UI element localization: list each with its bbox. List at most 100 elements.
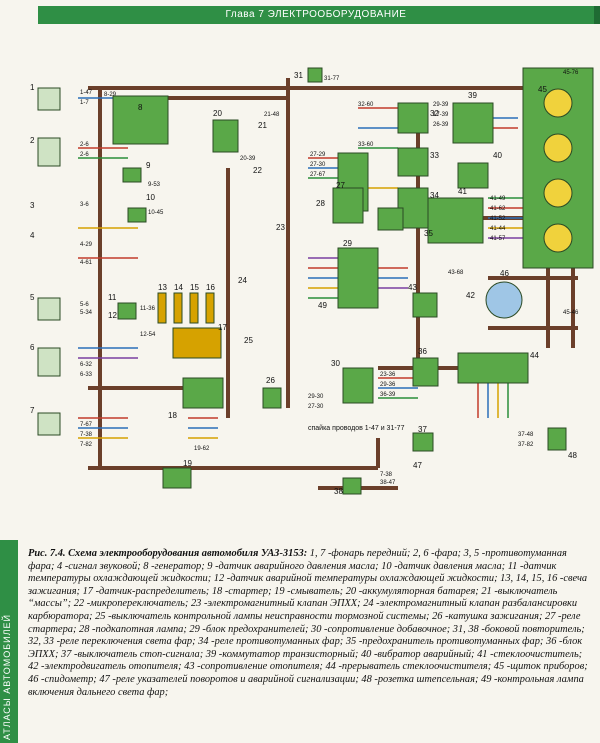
num-28: 28 — [316, 199, 325, 208]
num-27: 27 — [336, 181, 345, 190]
wire-label: 41-49 — [490, 196, 506, 202]
num-40: 40 — [493, 151, 502, 160]
num-18: 18 — [168, 411, 177, 420]
wire-label: 41-57 — [490, 236, 506, 242]
num-4: 4 — [30, 231, 35, 240]
wire-label: 38-47 — [380, 480, 396, 486]
wire-label: 21-48 — [264, 112, 280, 118]
wire-label: 4-29 — [80, 242, 93, 248]
num-29: 29 — [343, 239, 352, 248]
wire-label: 29-36 — [380, 382, 396, 388]
num-23: 23 — [276, 223, 285, 232]
wire-label: 10-45 — [148, 210, 164, 216]
wire-label: 1-7 — [80, 100, 89, 106]
num-17: 17 — [218, 323, 227, 332]
wire-label: 11-36 — [140, 306, 156, 312]
num-10: 10 — [146, 193, 155, 202]
num-41: 41 — [458, 187, 467, 196]
wire-label: 6-32 — [80, 362, 93, 368]
wire-label: 33-60 — [358, 142, 374, 148]
num-49: 49 — [318, 301, 327, 310]
splice-note: спайка проводов 1-47 и 31-77 — [308, 424, 405, 432]
num-44: 44 — [530, 351, 539, 360]
num-25: 25 — [244, 336, 253, 345]
wire-label: 20-39 — [240, 156, 256, 162]
num-13: 13 — [158, 283, 167, 292]
wire-label: 4-61 — [80, 260, 93, 266]
instrument-gauges — [485, 88, 573, 319]
wire-label: 37-82 — [518, 442, 534, 448]
num-11: 11 — [108, 293, 117, 302]
num-32: 32 — [430, 109, 439, 118]
caption-text: 1, 7 -фонарь передний; 2, 6 -фара; 3, 5 … — [28, 548, 588, 698]
num-8: 8 — [138, 103, 143, 112]
num-5: 5 — [30, 293, 35, 302]
wire-label: 27-67 — [310, 172, 326, 178]
side-label: АТЛАСЫ АВТОМОБИЛЕЙ — [2, 613, 12, 740]
wire-label: 8-29 — [104, 92, 117, 98]
wire-labels: 1-47 1-7 8-29 2-6 2-6 9-53 10-45 3-6 4-2… — [80, 70, 579, 486]
wire-label: 32-60 — [358, 102, 374, 108]
wire-label: 43-68 — [448, 270, 464, 276]
num-45: 45 — [538, 85, 547, 94]
wire-label: 3-6 — [80, 202, 89, 208]
num-34: 34 — [430, 191, 439, 200]
num-24: 24 — [238, 276, 247, 285]
num-7: 7 — [30, 406, 35, 415]
header-edge — [594, 6, 600, 24]
num-12: 12 — [108, 311, 117, 320]
wire-label: 41-44 — [490, 226, 506, 232]
wire-label: 2-6 — [80, 142, 89, 148]
num-20: 20 — [213, 109, 222, 118]
wire-label: 41-52 — [490, 216, 506, 222]
wire-label: 5-6 — [80, 302, 89, 308]
spark-plugs — [157, 292, 215, 324]
num-6: 6 — [30, 343, 35, 352]
num-15: 15 — [190, 283, 199, 292]
num-43: 43 — [408, 283, 417, 292]
num-36: 36 — [418, 347, 427, 356]
num-14: 14 — [174, 283, 183, 292]
chapter-header: Глава 7 ЭЛЕКТРООБОРУДОВАНИЕ — [38, 6, 594, 24]
wire-label: 27-30 — [308, 404, 324, 410]
num-33: 33 — [430, 151, 439, 160]
wire-label: 7-38 — [80, 432, 93, 438]
wire-label: 37-48 — [518, 432, 534, 438]
wire-label: 7-67 — [80, 422, 93, 428]
wire-label: 26-39 — [433, 122, 449, 128]
num-2: 2 — [30, 136, 35, 145]
wire-label: 9-53 — [148, 182, 161, 188]
wire-label: 45-76 — [563, 70, 579, 76]
num-1: 1 — [30, 83, 35, 92]
wire-label: 7-38 — [380, 472, 393, 478]
num-3: 3 — [30, 201, 35, 210]
wire-label: 6-33 — [80, 372, 93, 378]
wire-label: 12-54 — [140, 332, 156, 338]
wire-label: 31-77 — [324, 76, 340, 82]
num-35: 35 — [424, 229, 433, 238]
wire-label: 7-82 — [80, 442, 93, 448]
num-16: 16 — [206, 283, 215, 292]
num-9: 9 — [146, 161, 151, 170]
wire-label: 19-62 — [194, 446, 210, 452]
wiring-diagram: 1 2 3 4 5 6 7 8 9 10 11 12 13 14 15 16 1… — [30, 67, 594, 496]
wire-label: 1-47 — [80, 90, 93, 96]
wire-label: 29-39 — [433, 102, 449, 108]
wire-label: 5-34 — [80, 310, 93, 316]
wire-label: 27-29 — [310, 152, 326, 158]
wire-label: 29-30 — [308, 394, 324, 400]
num-48: 48 — [568, 451, 577, 460]
num-26: 26 — [266, 376, 275, 385]
num-37: 37 — [418, 425, 427, 434]
num-39: 39 — [468, 91, 477, 100]
wire-label: 45-46 — [563, 310, 579, 316]
num-30: 30 — [331, 359, 340, 368]
wire-label: 27-30 — [310, 162, 326, 168]
caption-title: Рис. 7.4. Схема электрооборудования авто… — [28, 548, 308, 559]
num-19: 19 — [183, 459, 192, 468]
num-47: 47 — [413, 461, 422, 470]
component-numbers: 1 2 3 4 5 6 7 8 9 10 11 12 13 14 15 16 1… — [30, 71, 577, 496]
wire-label: 36-39 — [380, 392, 396, 398]
wire-label: 41-62 — [490, 206, 506, 212]
num-46: 46 — [500, 269, 509, 278]
